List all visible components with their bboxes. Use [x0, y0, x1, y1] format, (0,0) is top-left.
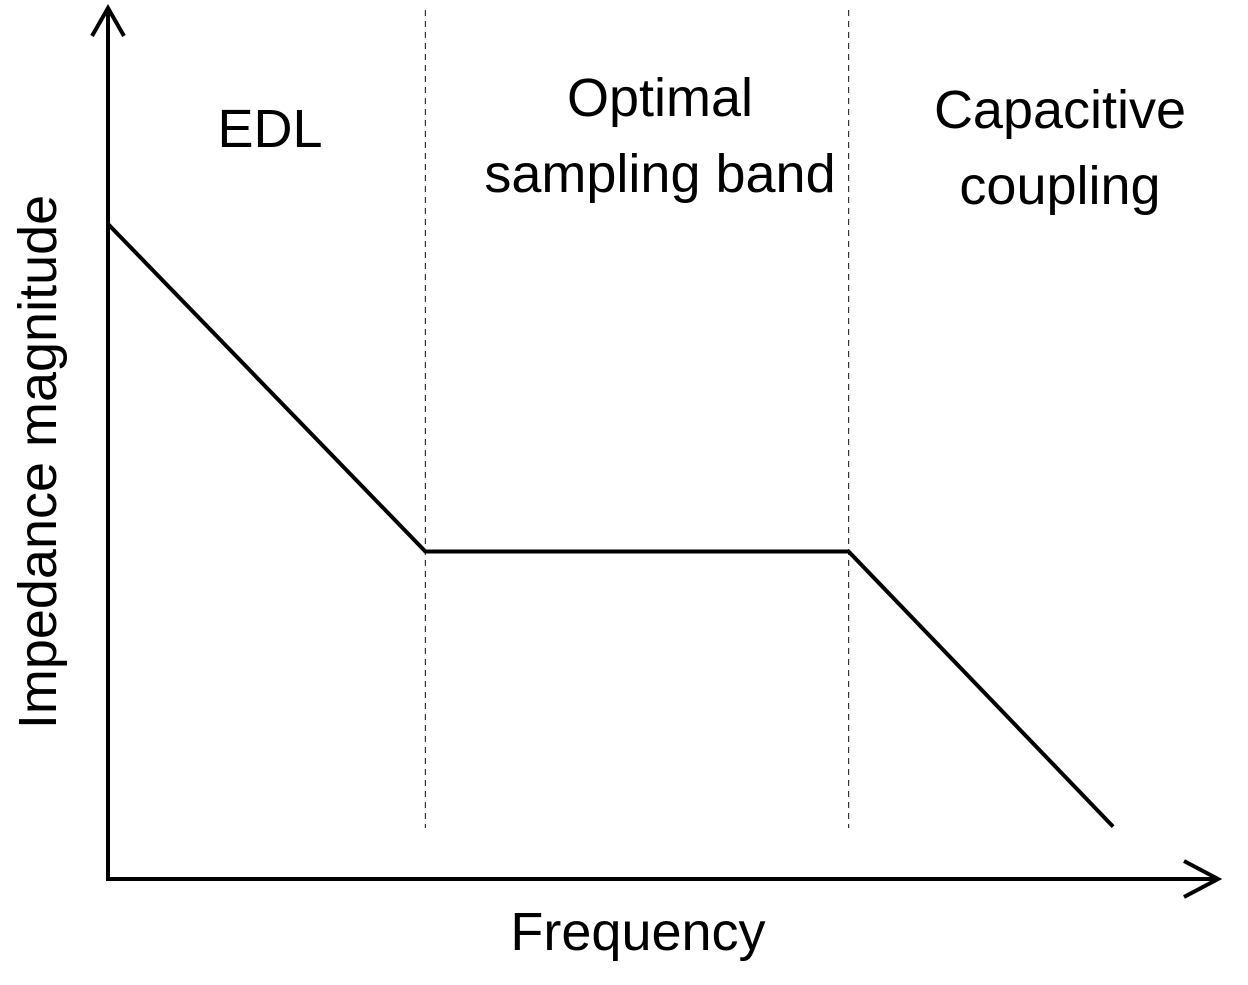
region-label-2-line-1: Optimal — [567, 68, 753, 128]
x-axis-arrowhead — [1183, 859, 1223, 899]
region-label-1-line-1: EDL — [217, 99, 322, 159]
region-labels: EDL Optimal sampling band Capacitive couplin… — [217, 68, 1186, 216]
axes — [90, 3, 1223, 899]
series-group — [106, 222, 1115, 828]
y-axis-label: Impedance magnitude — [8, 195, 68, 729]
region-dividers — [424, 10, 850, 828]
x-axis-label: Frequency — [510, 902, 765, 962]
series-line-1 — [106, 222, 1115, 828]
y-axis-arrowhead — [90, 3, 126, 37]
region-label-3-line-2: coupling — [959, 156, 1160, 216]
region-label-3-line-1: Capacitive — [934, 80, 1186, 140]
region-label-2-line-2: sampling band — [484, 144, 835, 204]
